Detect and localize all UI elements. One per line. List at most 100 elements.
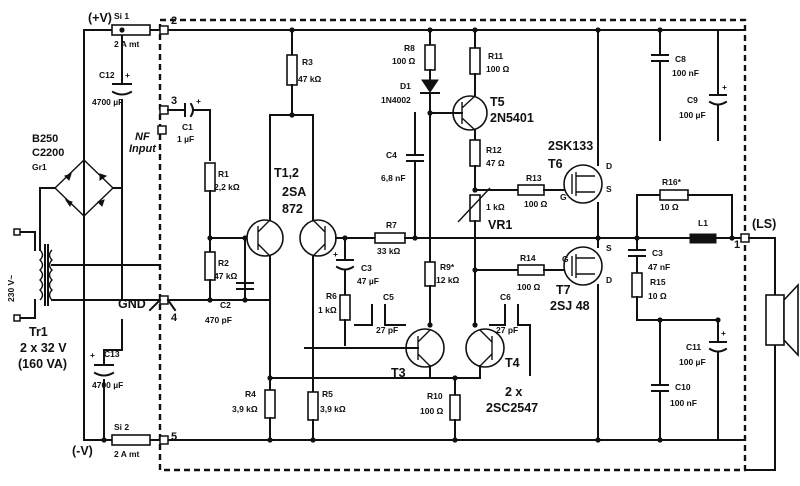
- inductor-l1: [689, 233, 717, 244]
- fuse-si1-ref: Si 1: [114, 11, 129, 21]
- c12-ref: C12: [99, 70, 115, 80]
- terminals: 2 3 4 5 1 NF Input: [129, 15, 740, 445]
- resistor-r3: [286, 54, 298, 86]
- c5-value: 27 pF: [376, 325, 398, 335]
- c3-ref: C3: [361, 263, 372, 273]
- r11-ref: R11: [488, 51, 503, 61]
- terminal-5: 5: [171, 431, 177, 443]
- t12-ref: T1,2: [274, 166, 299, 180]
- c1-ref: C1: [182, 122, 193, 132]
- input-label-nf: NF: [135, 131, 150, 143]
- t6-pin-d: D: [606, 161, 612, 171]
- input-label-input: Input: [129, 143, 157, 155]
- resistor-r14: [517, 264, 545, 276]
- resistor-r9: [424, 261, 436, 287]
- speaker-icon: [765, 282, 799, 358]
- l1-ref: L1: [698, 218, 708, 228]
- resistor-r8: [424, 44, 436, 71]
- t7-pin-s: S: [606, 243, 612, 253]
- fuse-si2-value: 2 A mt: [114, 449, 140, 459]
- svg-text:+: +: [90, 350, 95, 360]
- terminal-1: 1: [734, 239, 740, 251]
- c4-ref: C4: [386, 150, 397, 160]
- r14-value: 100 Ω: [517, 282, 541, 292]
- r15-value: 10 Ω: [648, 291, 667, 301]
- t34-qty: 2 x: [505, 385, 522, 399]
- t6-ref: T6: [548, 157, 563, 171]
- transformer-primary: 230 V~: [6, 275, 16, 302]
- t34-part: 2SC2547: [486, 401, 538, 415]
- c4-value: 6,8 nF: [381, 173, 406, 183]
- vr1-ref: VR1: [488, 218, 512, 232]
- differential-pair-t1-t2: R3 47 kΩ T1,2 2SA 872 R4 3,9 kΩ R5 3,9 k…: [232, 29, 746, 441]
- terminal-3: 3: [171, 95, 177, 107]
- r7-ref: R7: [386, 220, 397, 230]
- transformer-va: (160 VA): [18, 357, 67, 371]
- t12-part2: 872: [282, 202, 303, 216]
- c5-ref: C5: [383, 292, 394, 302]
- r13-value: 100 Ω: [524, 199, 548, 209]
- c13-ref: C13: [104, 349, 120, 359]
- r3-ref: R3: [302, 57, 313, 67]
- d1-part: 1N4002: [381, 95, 411, 105]
- resistor-r6: [339, 294, 351, 321]
- c7-value: 47 nF: [648, 262, 670, 272]
- c7-ref: C3: [652, 248, 663, 258]
- fuse-si1-value: 2 A mt: [114, 39, 140, 49]
- ls-label: (LS): [752, 217, 776, 231]
- r1-ref: R1: [218, 169, 229, 179]
- svg-text:+: +: [333, 249, 338, 259]
- t6-pin-g: G: [560, 192, 567, 202]
- r13-ref: R13: [526, 173, 542, 183]
- r2-value: 47 kΩ: [214, 271, 238, 281]
- svg-text:+: +: [125, 70, 130, 80]
- t7-pin-d: D: [606, 275, 612, 285]
- output-network: C8 100 nF + C9 100 µF R16* 10 Ω L1 C3 47…: [628, 29, 799, 471]
- c6-value: 27 pF: [496, 325, 518, 335]
- r7-value: 33 kΩ: [377, 246, 401, 256]
- t3-ref: T3: [391, 366, 406, 380]
- fuse-si2-ref: Si 2: [114, 422, 129, 432]
- c8-ref: C8: [675, 54, 686, 64]
- c12-value: 4700 µF: [92, 97, 123, 107]
- resistor-r11: [469, 47, 481, 75]
- rail-pos-label: (+V): [88, 11, 112, 25]
- c8-value: 100 nF: [672, 68, 699, 78]
- vr1-value: 1 kΩ: [486, 202, 505, 212]
- resistor-r10: [449, 394, 461, 421]
- t5-ref: T5: [490, 95, 505, 109]
- r12-value: 47 Ω: [486, 158, 505, 168]
- r16-ref: R16*: [662, 177, 682, 187]
- svg-text:+: +: [196, 96, 201, 106]
- bridge-ref: Gr1: [32, 162, 47, 172]
- transistor-t4: [465, 328, 505, 368]
- resistor-r4: [264, 389, 276, 419]
- c10-value: 100 nF: [670, 398, 697, 408]
- voltage-amplifier-stage: R8 100 Ω D1 1N4002 R11 100 Ω T5 2N5401 R…: [269, 29, 538, 441]
- c13-value: 4700 µF: [92, 380, 123, 390]
- r16-value: 10 Ω: [660, 202, 679, 212]
- r2-ref: R2: [218, 258, 229, 268]
- power-supply: Si 1 2 A mt Si 2 2 A mt + C12 4700 µF + …: [6, 11, 173, 459]
- t5-part: 2N5401: [490, 111, 534, 125]
- c11-value: 100 µF: [679, 357, 706, 367]
- t7-pin-g: G: [562, 254, 569, 264]
- svg-text:+: +: [722, 82, 727, 92]
- c2-ref: C2: [220, 300, 231, 310]
- terminal-2: 2: [171, 15, 177, 27]
- resistor-r5: [307, 391, 319, 421]
- r11-value: 100 Ω: [486, 64, 510, 74]
- r12-ref: R12: [486, 145, 502, 155]
- junction-dots: [101, 27, 735, 443]
- c2-value: 470 pF: [205, 315, 232, 325]
- c6-ref: C6: [500, 292, 511, 302]
- c9-ref: C9: [687, 95, 698, 105]
- svg-text:+: +: [721, 328, 726, 338]
- resistor-r15: [631, 272, 643, 298]
- fuse-si2: [111, 434, 151, 446]
- c1-value: 1 µF: [177, 134, 194, 144]
- input-stage: + C1 1 µF R1 2,2 kΩ R2 47 kΩ C2 470 pF: [167, 96, 254, 325]
- r6-value: 1 kΩ: [318, 305, 337, 315]
- t12-part: 2SA: [282, 185, 306, 199]
